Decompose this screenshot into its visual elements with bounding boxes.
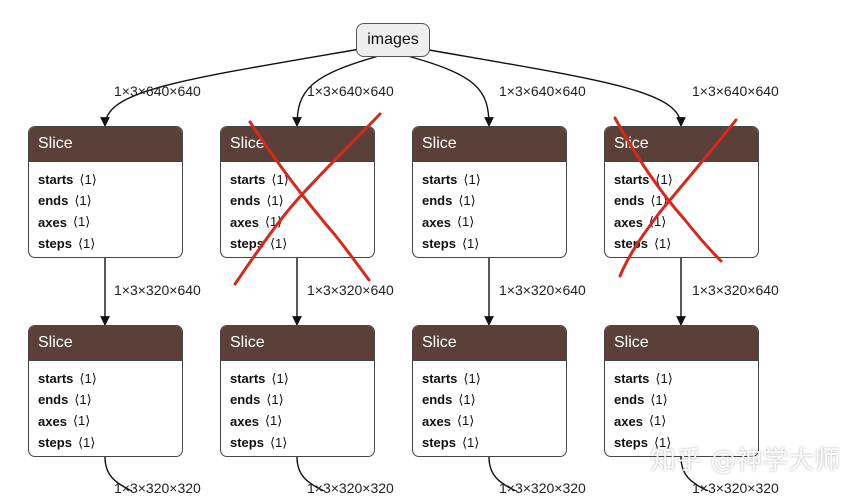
attr-axes: axes⟨1⟩ [614, 214, 667, 230]
node-title: Slice [29, 326, 182, 361]
attr-starts: starts⟨1⟩ [422, 171, 481, 188]
attr-starts: starts⟨1⟩ [230, 171, 289, 188]
attr-axes: axes⟨1⟩ [422, 413, 475, 429]
attr-axes: axes⟨1⟩ [38, 413, 91, 429]
attr-starts: starts⟨1⟩ [230, 370, 289, 387]
node-title: Slice [221, 326, 374, 361]
attr-axes: axes⟨1⟩ [230, 214, 283, 230]
node-title: Slice [221, 127, 374, 162]
edge-label-top-4: 1×3×640×640 [692, 83, 779, 99]
slice-node-r1-4[interactable]: Slice starts⟨1⟩ ends⟨1⟩ axes⟨1⟩ steps⟨1⟩ [604, 126, 759, 258]
slice-node-r2-4[interactable]: Slice starts⟨1⟩ ends⟨1⟩ axes⟨1⟩ steps⟨1⟩ [604, 325, 759, 457]
attr-ends: ends⟨1⟩ [230, 192, 284, 209]
attr-steps: steps⟨1⟩ [614, 235, 672, 252]
node-title: Slice [29, 127, 182, 162]
attr-starts: starts⟨1⟩ [614, 171, 673, 188]
attr-steps: steps⟨1⟩ [422, 434, 480, 451]
input-node-label: images [367, 31, 419, 48]
slice-node-r1-2[interactable]: Slice starts⟨1⟩ ends⟨1⟩ axes⟨1⟩ steps⟨1⟩ [220, 126, 375, 258]
attr-steps: steps⟨1⟩ [614, 434, 672, 451]
edge-label-top-1: 1×3×640×640 [114, 83, 201, 99]
attr-ends: ends⟨1⟩ [422, 192, 476, 209]
watermark-text: 知乎 @神学大师 [650, 446, 841, 476]
attr-axes: axes⟨1⟩ [230, 413, 283, 429]
attr-steps: steps⟨1⟩ [422, 235, 480, 252]
edge-row2-out-1 [104, 456, 133, 491]
attr-ends: ends⟨1⟩ [38, 391, 92, 408]
edge-label-top-3: 1×3×640×640 [499, 83, 586, 99]
slice-node-r1-1[interactable]: Slice starts⟨1⟩ ends⟨1⟩ axes⟨1⟩ steps⟨1⟩ [28, 126, 183, 258]
edge-images-to-slice-3 [403, 54, 494, 127]
attr-starts: starts⟨1⟩ [422, 370, 481, 387]
node-title: Slice [605, 326, 758, 361]
attr-steps: steps⟨1⟩ [38, 434, 96, 451]
edge-row2-out-4 [680, 456, 709, 491]
slice-node-r2-3[interactable]: Slice starts⟨1⟩ ends⟨1⟩ axes⟨1⟩ steps⟨1⟩ [412, 325, 567, 457]
edge-label-bottom-3: 1×3×320×320 [499, 480, 586, 496]
attr-ends: ends⟨1⟩ [230, 391, 284, 408]
slice-node-r2-1[interactable]: Slice starts⟨1⟩ ends⟨1⟩ axes⟨1⟩ steps⟨1⟩ [28, 325, 183, 457]
edge-row2-out-3 [488, 456, 517, 491]
attr-ends: ends⟨1⟩ [422, 391, 476, 408]
edge-label-bottom-4: 1×3×320×320 [692, 480, 779, 496]
input-node-images[interactable]: images [356, 23, 430, 57]
edge-images-to-slice-4 [411, 46, 686, 127]
attr-ends: ends⟨1⟩ [614, 192, 668, 209]
attr-steps: steps⟨1⟩ [230, 434, 288, 451]
edge-label-bottom-1: 1×3×320×320 [114, 480, 201, 496]
attr-starts: starts⟨1⟩ [38, 370, 97, 387]
edge-label-mid-1: 1×3×320×640 [114, 282, 201, 298]
attr-starts: starts⟨1⟩ [38, 171, 97, 188]
edge-images-to-slice-1 [100, 46, 373, 127]
edge-label-bottom-2: 1×3×320×320 [307, 480, 394, 496]
attr-axes: axes⟨1⟩ [422, 214, 475, 230]
slice-node-r2-2[interactable]: Slice starts⟨1⟩ ends⟨1⟩ axes⟨1⟩ steps⟨1⟩ [220, 325, 375, 457]
attr-steps: steps⟨1⟩ [38, 235, 96, 252]
attr-ends: ends⟨1⟩ [614, 391, 668, 408]
slice-node-r1-3[interactable]: Slice starts⟨1⟩ ends⟨1⟩ axes⟨1⟩ steps⟨1⟩ [412, 126, 567, 258]
node-title: Slice [413, 127, 566, 162]
edge-row2-out-2 [296, 456, 325, 491]
attr-steps: steps⟨1⟩ [230, 235, 288, 252]
attr-axes: axes⟨1⟩ [614, 413, 667, 429]
node-title: Slice [605, 127, 758, 162]
attr-starts: starts⟨1⟩ [614, 370, 673, 387]
edge-label-mid-3: 1×3×320×640 [499, 282, 586, 298]
attr-axes: axes⟨1⟩ [38, 214, 91, 230]
edge-label-mid-2: 1×3×320×640 [307, 282, 394, 298]
edge-label-mid-4: 1×3×320×640 [692, 282, 779, 298]
node-title: Slice [413, 326, 566, 361]
edge-label-top-2: 1×3×640×640 [307, 83, 394, 99]
attr-ends: ends⟨1⟩ [38, 192, 92, 209]
